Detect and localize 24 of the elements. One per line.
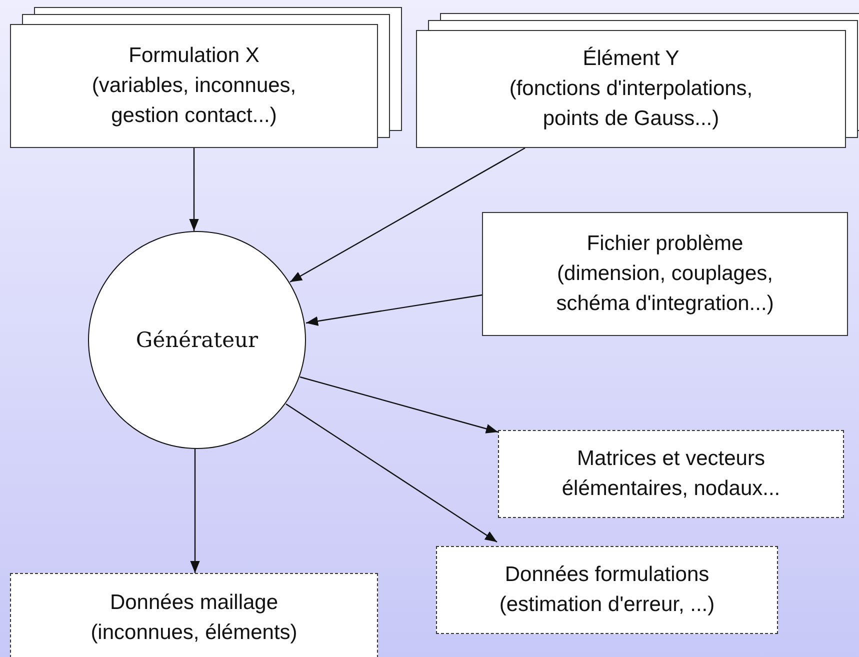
node-label: Fichier problème xyxy=(586,231,744,257)
data-box xyxy=(416,30,846,148)
arrow xyxy=(286,404,498,542)
arrow xyxy=(290,147,526,283)
node-label: Données maillage xyxy=(110,590,278,616)
data-box xyxy=(498,430,844,518)
node-label: Matrices et vecteurs élémentaires, nodaux... xyxy=(560,446,782,502)
node-label: (fonctions d'interpolations, points de Gauss...) xyxy=(508,76,754,132)
data-box xyxy=(10,573,378,657)
data-box xyxy=(482,212,848,336)
node-label: Élément Y xyxy=(582,46,680,72)
node-label: (inconnues, éléments) xyxy=(90,620,298,646)
node-label: Formulation X xyxy=(128,43,260,69)
arrow xyxy=(190,449,200,573)
node-label: Données formulations xyxy=(504,562,710,588)
arrow xyxy=(306,294,482,326)
node-label: (dimension, couplages, schéma d'integration...) xyxy=(555,261,775,317)
data-box xyxy=(10,24,378,148)
node-label: Générateur xyxy=(136,327,258,354)
node-label: (estimation d'erreur, ...) xyxy=(499,592,715,618)
arrow xyxy=(300,376,498,434)
node-label: (variables, inconnues, gestion contact...) xyxy=(90,73,298,129)
arrow xyxy=(189,148,199,231)
data-box xyxy=(436,546,778,634)
